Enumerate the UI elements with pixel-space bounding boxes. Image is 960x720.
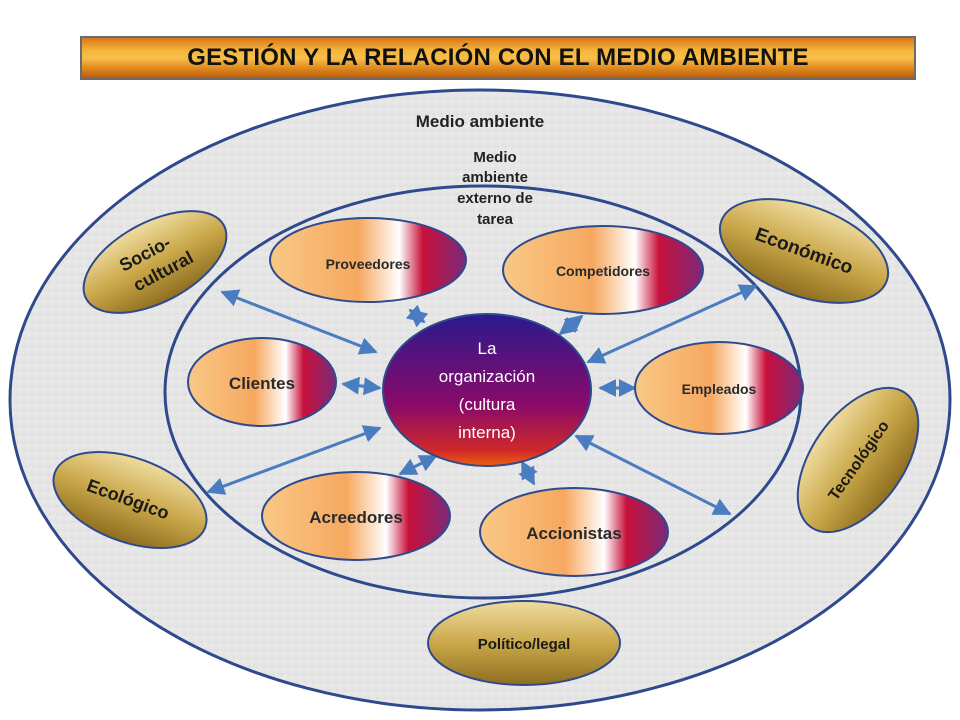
accionistas-label: Accionistas — [526, 524, 621, 543]
sociocultural-ellipse — [82, 210, 228, 314]
clientes-label: Clientes — [229, 374, 295, 393]
task-label-line: tarea — [477, 211, 514, 228]
title-banner: GESTIÓN Y LA RELACIÓN CON EL MEDIO AMBIE… — [80, 36, 916, 80]
node-tecnologico: Tecnológico — [796, 386, 920, 534]
arrow — [206, 425, 382, 495]
organization-label: La — [478, 339, 497, 358]
arrow — [398, 454, 438, 476]
node-acreedores: Acreedores — [261, 471, 451, 561]
node-proveedores: Proveedores — [269, 217, 467, 303]
node-sociocultural: Socio- cultural — [82, 210, 228, 314]
organization-ellipse — [382, 313, 592, 467]
ecologico-ellipse — [52, 450, 208, 550]
politico-ellipse — [427, 600, 621, 686]
arrow — [558, 314, 584, 336]
task-label-line: ambiente — [462, 169, 528, 186]
clientes-ellipse — [187, 337, 337, 427]
node-empleados: Empleados — [634, 341, 804, 435]
politico-label: Político/legal — [478, 636, 571, 653]
empleados-ellipse — [634, 341, 804, 435]
task-label-line: Medio — [473, 149, 516, 166]
outer-environment-label: Medio ambiente — [416, 112, 544, 131]
task-label-line: externo de — [457, 190, 533, 207]
acreedores-ellipse — [261, 471, 451, 561]
node-competidores: Competidores — [502, 225, 704, 315]
arrow — [586, 284, 758, 364]
competidores-ellipse — [502, 225, 704, 315]
empleados-label: Empleados — [682, 381, 757, 397]
node-accionistas: Accionistas — [479, 487, 669, 577]
acreedores-label: Acreedores — [309, 508, 403, 527]
proveedores-label: Proveedores — [326, 256, 411, 272]
node-organization: La organización (cultura interna) — [382, 313, 592, 467]
relationship-arrows — [206, 284, 758, 516]
task-environment-label: Medio ambiente externo de tarea — [457, 149, 533, 228]
node-clientes: Clientes — [187, 337, 337, 427]
economico-ellipse — [718, 198, 890, 304]
page-title: GESTIÓN Y LA RELACIÓN CON EL MEDIO AMBIE… — [187, 44, 809, 71]
arrow — [405, 304, 429, 328]
organization-label: (cultura — [459, 395, 516, 414]
competidores-label: Competidores — [556, 263, 650, 279]
accionistas-ellipse — [479, 487, 669, 577]
organization-label: interna) — [458, 423, 516, 442]
organization-label: organización — [439, 367, 535, 386]
arrow — [341, 376, 382, 396]
arrow — [574, 434, 732, 516]
node-politico: Político/legal — [427, 600, 621, 686]
node-ecologico: Ecológico — [52, 450, 208, 550]
tecnologico-ellipse — [796, 386, 920, 534]
arrow — [518, 460, 538, 486]
node-economico: Económico — [718, 198, 890, 304]
proveedores-ellipse — [269, 217, 467, 303]
arrow — [220, 289, 378, 355]
